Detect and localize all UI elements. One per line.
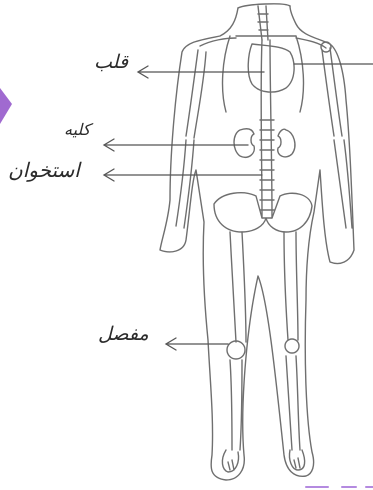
body-outline — [160, 6, 354, 480]
spine — [260, 40, 274, 218]
left-forearm — [176, 140, 194, 228]
right-femur — [284, 232, 298, 340]
spine-upper — [258, 6, 268, 40]
left-foot — [222, 450, 238, 472]
right-tibia — [286, 356, 300, 450]
heart-organ — [248, 44, 294, 92]
label-bone: استخوان — [8, 158, 80, 182]
label-joint: مفصل — [98, 323, 149, 345]
right-knee-joint — [285, 339, 299, 353]
right-kidney — [278, 129, 295, 157]
pelvis — [214, 193, 312, 232]
ribcage — [223, 36, 304, 112]
left-tibia — [230, 360, 242, 450]
purple-corner-mark — [0, 88, 12, 124]
left-femur — [230, 232, 246, 342]
left-kidney — [234, 129, 254, 157]
right-foot — [289, 450, 304, 470]
left-humerus — [186, 50, 206, 138]
label-kidney: کلیه — [64, 120, 90, 139]
right-shoulder-joint — [321, 42, 331, 52]
label-heart: قلب — [94, 51, 128, 73]
neck-outline — [238, 4, 290, 8]
left-knee-joint — [227, 341, 245, 359]
